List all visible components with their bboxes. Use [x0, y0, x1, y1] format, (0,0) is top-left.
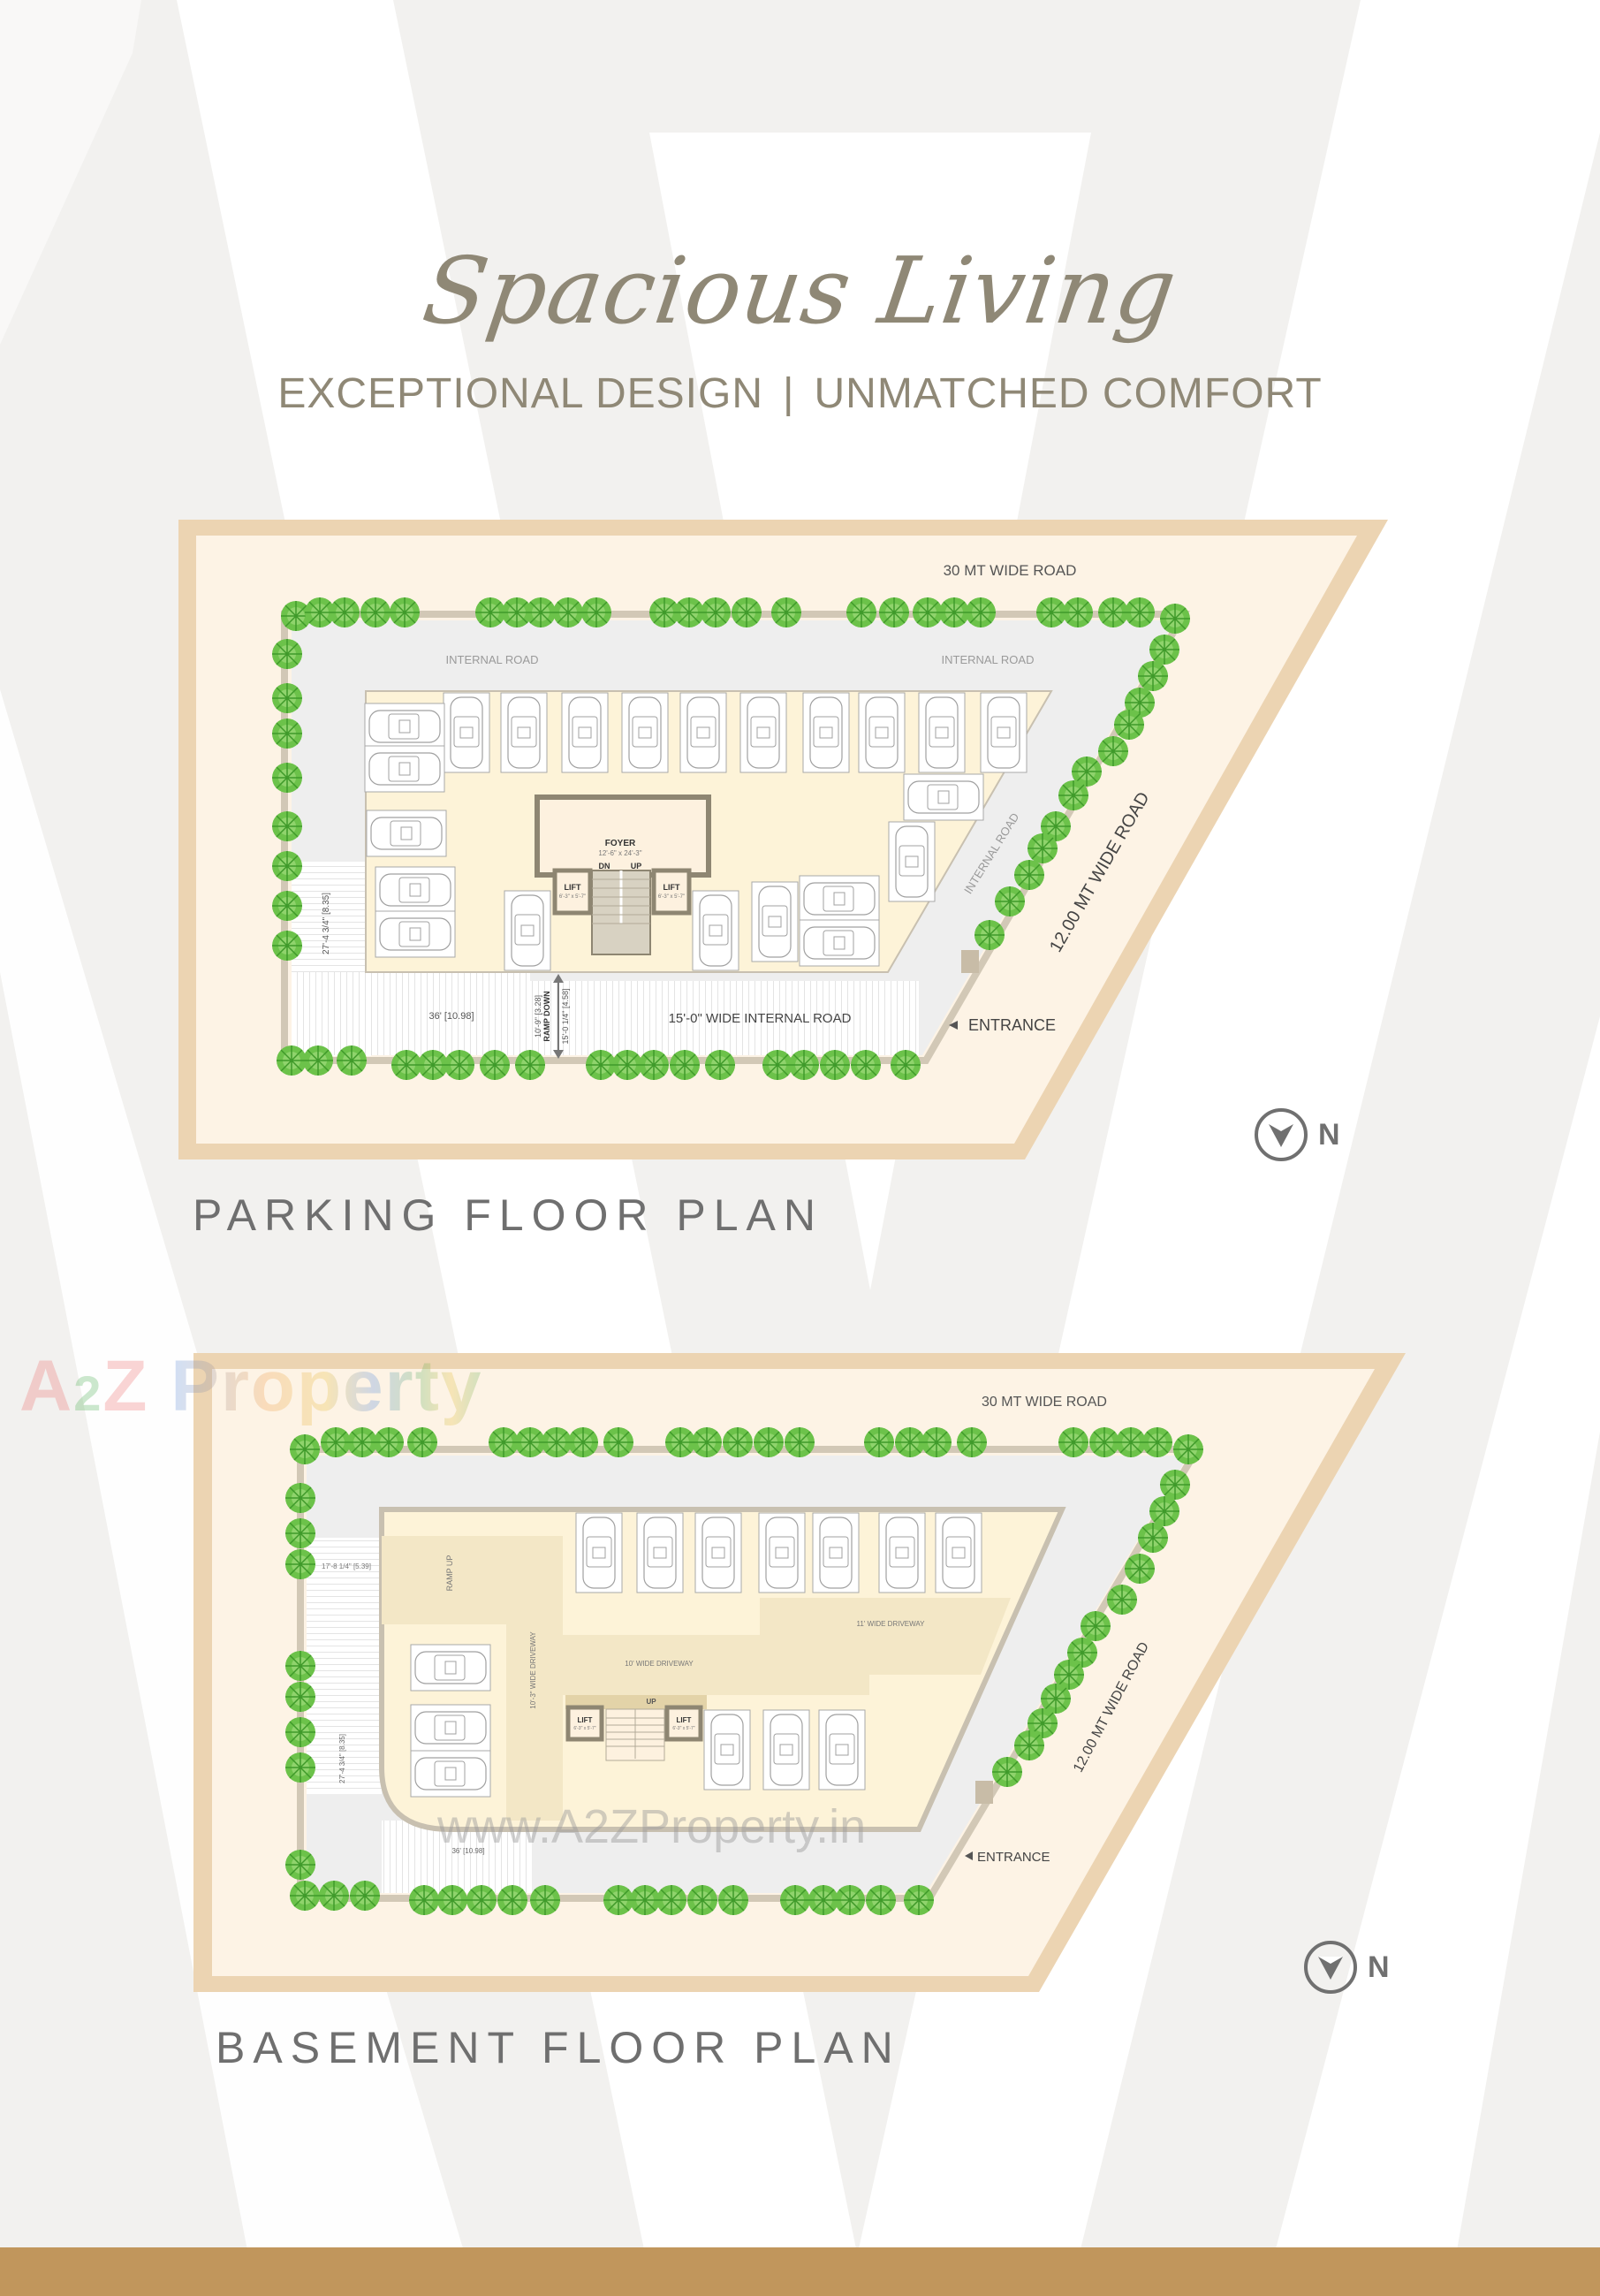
footer-bar — [0, 2247, 1600, 2296]
parking-core: FOYER 12'-6" x 24'-3" DN UP LIFT 6'-3" x… — [535, 794, 711, 955]
svg-text:6'-3" x 5'-7": 6'-3" x 5'-7" — [658, 894, 685, 900]
basement-left-cars — [410, 1644, 491, 1798]
north-arrow-icon — [1304, 1941, 1357, 1994]
svg-text:36' [10.98]: 36' [10.98] — [451, 1847, 484, 1855]
svg-text:INTERNAL ROAD: INTERNAL ROAD — [942, 653, 1035, 666]
svg-text:6'-3" x 5'-7": 6'-3" x 5'-7" — [672, 1726, 694, 1731]
svg-text:LIFT: LIFT — [664, 883, 680, 892]
svg-text:RAMP UP: RAMP UP — [445, 1555, 454, 1592]
entrance-arrow-icon — [965, 1851, 973, 1860]
basement-top-row-cars — [575, 1512, 982, 1593]
svg-text:10' WIDE DRIVEWAY: 10' WIDE DRIVEWAY — [625, 1660, 694, 1668]
north-arrow-icon — [1255, 1108, 1308, 1161]
svg-text:LIFT: LIFT — [565, 883, 581, 892]
basement-core: UP LIFT 6'-3" x 5'-7" LIFT 6'-3" x 5'-7" — [565, 1695, 707, 1761]
parking-top-road-label: 30 MT WIDE ROAD — [944, 562, 1077, 579]
svg-text:6'-3" x 5'-7": 6'-3" x 5'-7" — [573, 1726, 595, 1731]
north-label: N — [1368, 1950, 1390, 1984]
ramp-curve-striped — [292, 972, 530, 1055]
svg-text:11' WIDE DRIVEWAY: 11' WIDE DRIVEWAY — [857, 1620, 926, 1628]
subtitle-separator: | — [783, 370, 795, 417]
entrance-arrow-icon — [949, 1021, 958, 1030]
svg-text:UP: UP — [631, 862, 642, 871]
basement-entrance-label: ENTRANCE — [977, 1850, 1050, 1865]
basement-plan-title: BASEMENT FLOOR PLAN — [216, 2023, 901, 2072]
svg-text:17'-8 1/4" [5.39]: 17'-8 1/4" [5.39] — [322, 1562, 371, 1570]
basement-top-road-label: 30 MT WIDE ROAD — [982, 1395, 1107, 1410]
a2z-property-watermark-logo: A2Z Property — [19, 1346, 483, 1426]
subtitle-left: EXCEPTIONAL DESIGN — [277, 370, 764, 417]
svg-text:27'-4 3/4" [8.35]: 27'-4 3/4" [8.35] — [322, 893, 331, 954]
ramp-down-striped — [530, 981, 919, 1055]
parking-north-indicator: N — [1253, 1106, 1340, 1163]
svg-text:10'-3" WIDE DRIVEWAY: 10'-3" WIDE DRIVEWAY — [529, 1631, 537, 1709]
a2z-property-watermark-url: www.A2ZProperty.in — [437, 1800, 867, 1853]
north-label: N — [1318, 1117, 1340, 1152]
subtitle-right: UNMATCHED COMFORT — [814, 370, 1323, 417]
subtitle: EXCEPTIONAL DESIGN | UNMATCHED COMFORT — [0, 369, 1600, 418]
svg-text:UP: UP — [646, 1698, 656, 1706]
svg-text:RAMP DOWN: RAMP DOWN — [542, 991, 551, 1041]
basement-lower-cars — [703, 1709, 866, 1790]
svg-text:36' [10.98]: 36' [10.98] — [428, 1011, 474, 1022]
svg-text:10'-9" [3.28]: 10'-9" [3.28] — [534, 995, 542, 1038]
foyer-label: FOYER — [605, 839, 636, 848]
svg-text:LIFT: LIFT — [677, 1716, 692, 1724]
svg-text:15'-0 1/4" [4.58]: 15'-0 1/4" [4.58] — [561, 989, 570, 1045]
svg-text:27'-4 3/4" [8.35]: 27'-4 3/4" [8.35] — [338, 1734, 346, 1783]
svg-text:12'-6" x 24'-3": 12'-6" x 24'-3" — [598, 849, 641, 857]
svg-text:15'-0" WIDE INTERNAL ROAD: 15'-0" WIDE INTERNAL ROAD — [669, 1011, 852, 1026]
svg-text:LIFT: LIFT — [578, 1716, 593, 1724]
svg-text:INTERNAL ROAD: INTERNAL ROAD — [446, 653, 539, 666]
svg-text:DN: DN — [599, 862, 610, 871]
basement-north-indicator: N — [1302, 1939, 1390, 1996]
svg-text:6'-3" x 5'-7": 6'-3" x 5'-7" — [559, 894, 586, 900]
parking-plan-title: PARKING FLOOR PLAN — [193, 1190, 823, 1240]
parking-entrance-label: ENTRANCE — [968, 1016, 1056, 1034]
